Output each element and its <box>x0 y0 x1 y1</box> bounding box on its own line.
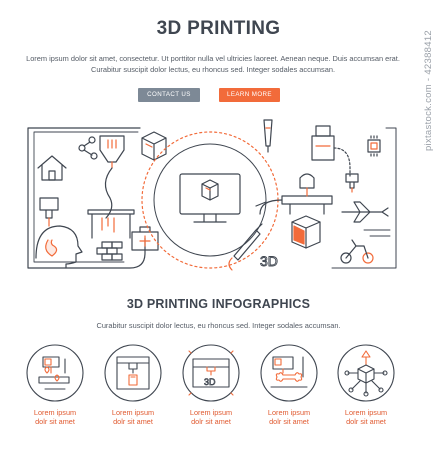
laser-head-icon <box>39 197 59 227</box>
caption-line-2: dolr sit amet <box>113 417 153 426</box>
feature-item-4: Lorem ipsum dolr sit amet <box>259 343 319 426</box>
feature-caption: Lorem ipsum dolr sit amet <box>171 408 251 426</box>
hero-3d-label: 3D <box>260 253 278 269</box>
molecule-icon <box>78 136 98 160</box>
page-title: 3D PRINTING <box>156 18 281 39</box>
airplane-icon <box>341 201 389 223</box>
monitor-icon <box>179 173 241 223</box>
house-icon <box>37 155 67 181</box>
cube-network-icon <box>337 344 395 402</box>
lead-line-1: Lorem ipsum dolor sit amet, consectetur.… <box>26 54 400 63</box>
caption-line-1: Lorem ipsum <box>189 408 233 417</box>
caption-line-2: dolr sit amet <box>35 417 75 426</box>
printer-figure-icon <box>26 344 84 402</box>
feature-item-2: Lorem ipsum dolr sit amet <box>103 343 163 426</box>
printer-gantry-icon <box>281 173 333 249</box>
caption-line-1: Lorem ipsum <box>33 408 77 417</box>
printer-3d-text-icon: 3D <box>182 344 240 402</box>
feature-caption: Lorem ipsum dolr sit amet <box>93 408 173 426</box>
3d-pen-icon <box>228 223 263 271</box>
caption-line-2: dolr sit amet <box>346 417 386 426</box>
hero-illustration: 3D <box>27 119 397 271</box>
caption-line-1: Lorem ipsum <box>267 408 311 417</box>
printer-bottle-icon <box>104 344 162 402</box>
infographics-title: 3D PRINTING INFOGRAPHICS <box>126 297 311 311</box>
bricks-icon <box>96 241 123 261</box>
feature-caption: Lorem ipsum dolr sit amet <box>249 408 329 426</box>
box-icon <box>141 131 167 161</box>
nozzle-right-icon <box>345 173 359 193</box>
lead-text: Lorem ipsum dolor sit amet, consectetur.… <box>18 53 408 75</box>
feature-item-5: Lorem ipsum dolr sit amet <box>336 343 396 426</box>
3d-icon-text: 3D <box>204 377 216 387</box>
motorcycle-icon <box>340 239 374 264</box>
learn-more-button[interactable]: LEARN MORE <box>219 88 280 102</box>
pipe-frame <box>27 127 146 269</box>
contact-us-button[interactable]: CONTACT US <box>138 88 200 102</box>
tool-rack-icon <box>87 209 135 239</box>
feature-caption: Lorem ipsum dolr sit amet <box>326 408 406 426</box>
lead-line-2: Curabitur suscipit dolor lectus, eu rhon… <box>90 65 336 74</box>
caption-line-1: Lorem ipsum <box>344 408 388 417</box>
feature-item-1: Lorem ipsum dolr sit amet <box>25 343 85 426</box>
extruder-icon <box>99 135 125 219</box>
chip-icon <box>367 135 381 157</box>
caption-line-2: dolr sit amet <box>191 417 231 426</box>
first-aid-icon <box>131 226 159 251</box>
feature-caption: Lorem ipsum dolr sit amet <box>15 408 95 426</box>
bottle-icon <box>311 125 335 161</box>
head-profile-icon <box>35 225 83 269</box>
caption-line-1: Lorem ipsum <box>111 408 155 417</box>
caption-line-2: dolr sit amet <box>269 417 309 426</box>
orbit-solid <box>153 143 267 257</box>
watermark: pixtastock.com - 42388412 <box>423 30 434 152</box>
infographics-subtitle: Curabitur suscipit dolor lectus, eu rhon… <box>96 321 341 330</box>
pen-icon <box>263 119 273 153</box>
printer-bone-icon <box>260 344 318 402</box>
feature-item-3: 3D Lorem ipsum dolr sit amet <box>181 343 241 426</box>
